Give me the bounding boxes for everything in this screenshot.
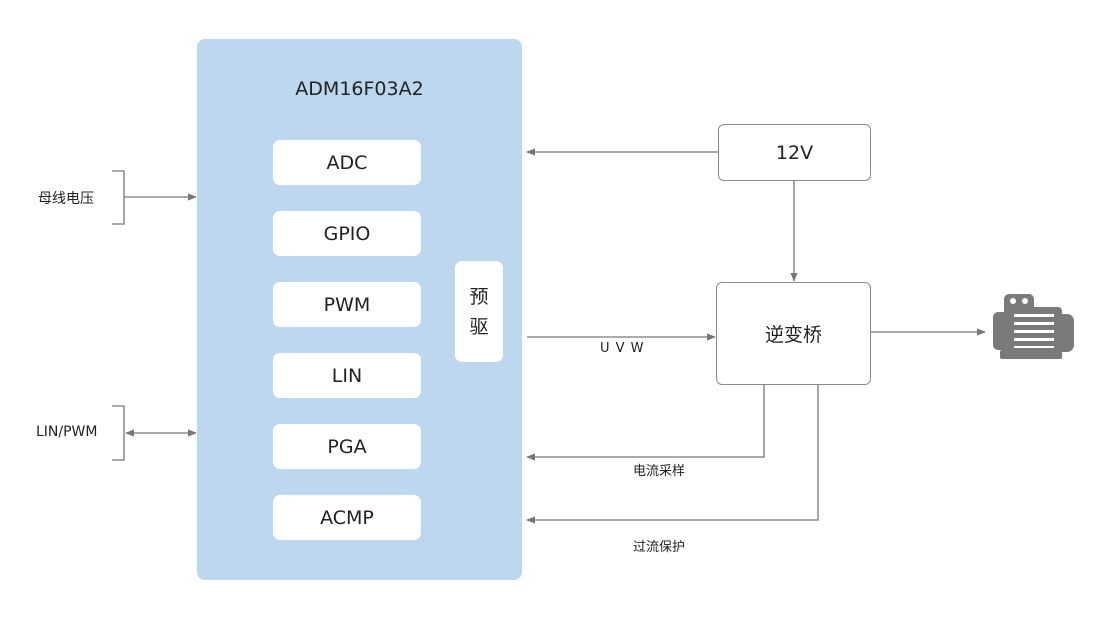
inverter-bridge-box: 逆变桥 — [716, 282, 871, 385]
uvw-label: U V W — [600, 341, 645, 356]
module-pwm: PWM — [273, 282, 421, 327]
lin-pwm-bracket — [112, 405, 125, 461]
chip-title: ADM16F03A2 — [295, 78, 424, 100]
bus-voltage-bracket — [112, 170, 125, 225]
current-sampling-label: 电流采样 — [633, 464, 686, 479]
module-lin: LIN — [273, 353, 421, 398]
power-12v-box: 12V — [718, 124, 871, 181]
module-gpio: GPIO — [273, 211, 421, 256]
bus-voltage-label: 母线电压 — [38, 191, 94, 207]
overcurrent-arrow — [526, 384, 819, 524]
module-acmp: ACMP — [273, 495, 421, 540]
predrive-block: 预 驱 — [455, 261, 503, 362]
module-adc: ADC — [273, 140, 421, 185]
module-pga: PGA — [273, 424, 421, 469]
lin-pwm-label: LIN/PWM — [36, 424, 98, 440]
motor-icon — [993, 294, 1074, 359]
predrive-label-1: 预 — [469, 285, 489, 308]
current-sampling-arrow — [526, 384, 765, 461]
overcurrent-label: 过流保护 — [633, 540, 686, 555]
predrive-label-2: 驱 — [469, 315, 489, 338]
